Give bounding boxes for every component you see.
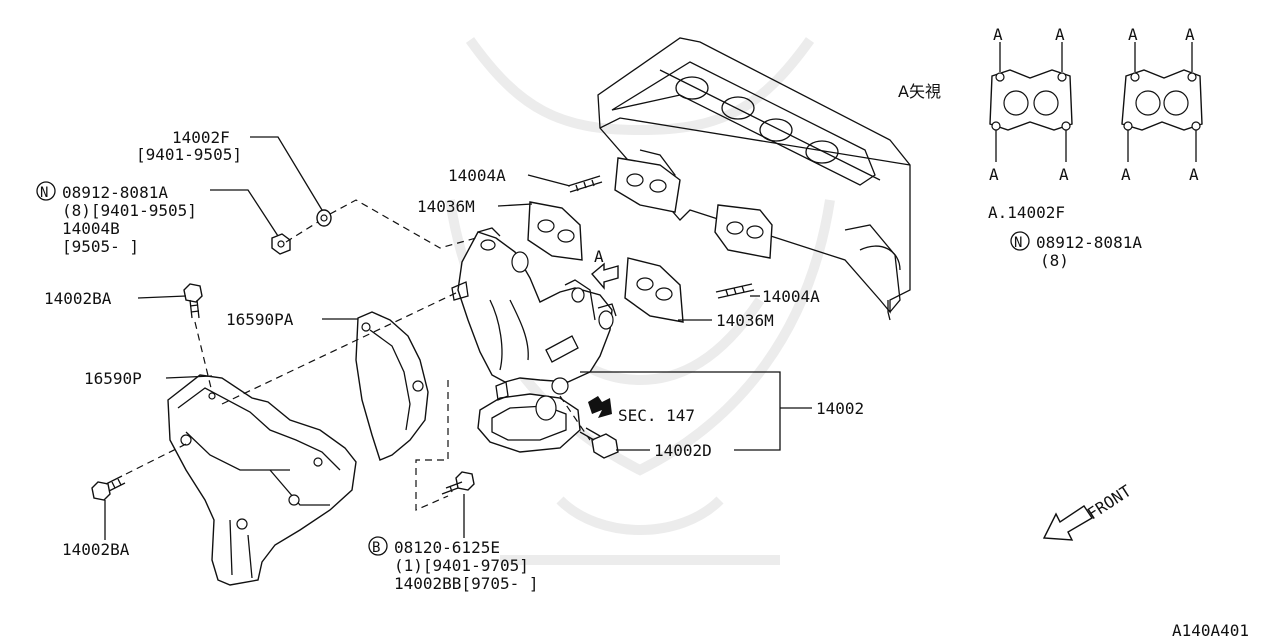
svg-text:A: A — [1189, 165, 1199, 184]
gasket-14036m-right — [624, 257, 684, 323]
svg-text:N: N — [40, 185, 48, 201]
view-a-gasket-right: A A A A — [1121, 25, 1203, 184]
callout-14036m-top: 14036M — [417, 197, 475, 216]
callout-08120-range: (1)[9401-9705] — [394, 556, 529, 575]
n-marker-right: N — [1010, 231, 1030, 251]
callout-08120-6125e: 08120-6125E — [394, 538, 500, 557]
bolt-14002bb — [441, 471, 475, 495]
callout-14004a-top: 14004A — [448, 166, 506, 185]
view-arrow-label: A — [594, 247, 604, 266]
svg-text:B: B — [372, 540, 380, 556]
callout-08912-8081a: 08912-8081A — [62, 183, 168, 202]
callout-14002bb: 14002BB[9705- ] — [394, 574, 539, 593]
view-a-gasket-left: A A A A — [989, 25, 1073, 184]
front-label: FRONT — [1084, 481, 1135, 523]
stud-14004a-right — [715, 283, 755, 299]
callout-14004a-right: 14004A — [762, 287, 820, 306]
stud-14004a-top — [567, 175, 603, 193]
assembly-guide-lines — [125, 199, 591, 511]
view-a-title: A矢視 — [898, 82, 941, 101]
bolt-14002d — [579, 427, 619, 459]
svg-text:A: A — [1121, 165, 1131, 184]
callout-08912-range: (8)[9401-9505] — [62, 201, 197, 220]
callout-14036m-right: 14036M — [716, 311, 774, 330]
sec-arrow — [588, 396, 612, 418]
view-a-n-qty: (8) — [1040, 251, 1069, 270]
callout-16590p: 16590P — [84, 369, 142, 388]
callout-14002f-range: [9401-9505] — [136, 145, 242, 164]
heat-insulator-16590pa — [355, 311, 429, 461]
callout-sec-147: SEC. 147 — [618, 406, 695, 425]
svg-text:A: A — [993, 25, 1003, 44]
callout-14002ba-bottom: 14002BA — [62, 540, 130, 559]
gasket-14036m-top — [527, 201, 583, 261]
callout-14004b: 14004B — [62, 219, 120, 238]
view-a-n-part: 08912-8081A — [1036, 233, 1142, 252]
bolt-14002ba-top — [183, 283, 203, 319]
head-gasket-right — [714, 204, 773, 259]
engine-cylinder-head — [597, 37, 911, 321]
bolt-14002ba-bottom — [91, 475, 126, 501]
b-marker: B — [368, 536, 388, 556]
callout-14002ba-top: 14002BA — [44, 289, 112, 308]
head-gasket-left — [614, 157, 681, 213]
leader-lines — [104, 136, 812, 540]
callout-14002f: 14002F — [172, 128, 230, 147]
svg-text:A: A — [1185, 25, 1195, 44]
exhaust-manifold-14002 — [451, 227, 617, 453]
svg-text:A: A — [1059, 165, 1069, 184]
callout-14004b-range: [9505- ] — [62, 237, 139, 256]
nut-14004b — [271, 233, 291, 255]
view-a-note: A.14002F — [988, 203, 1065, 222]
svg-text:N: N — [1014, 235, 1022, 251]
callout-14002: 14002 — [816, 399, 864, 418]
svg-text:A: A — [1055, 25, 1065, 44]
figure-code: A140A401 — [1172, 621, 1249, 639]
svg-text:A: A — [1128, 25, 1138, 44]
n-marker-left: N — [36, 181, 56, 201]
heat-insulator-16590p — [167, 374, 357, 586]
front-arrow-icon — [1042, 505, 1093, 541]
svg-text:A: A — [989, 165, 999, 184]
callout-14002d: 14002D — [654, 441, 712, 460]
view-arrow-a: A — [591, 247, 619, 290]
nut-14002f — [316, 209, 332, 227]
callout-16590pa: 16590PA — [226, 310, 294, 329]
